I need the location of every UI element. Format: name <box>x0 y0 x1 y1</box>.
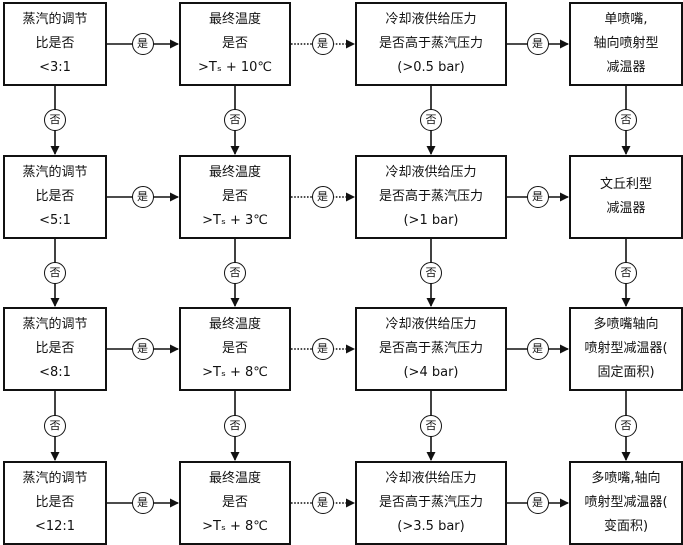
no-label: 否 <box>224 261 246 284</box>
box-text-line: 是否高于蒸汽压力 <box>378 36 483 51</box>
box-text-line: 变面积) <box>603 519 649 534</box>
box-text-line: 多喷嘴,轴向 <box>591 471 661 486</box>
box-text-line: 冷却液供给压力 <box>385 317 477 332</box>
box-text-line: (>1 bar) <box>403 213 459 228</box>
no-label: 否 <box>420 414 442 437</box>
yes-label: 是 <box>131 186 154 208</box>
yes-label: 是 <box>311 338 334 360</box>
yes-label: 是 <box>131 33 154 55</box>
temp-box: 最终温度是否 >Tₛ + 3℃ <box>179 155 291 239</box>
yes-label: 是 <box>526 186 549 208</box>
pressure-box: 冷却液供给压力是否高于蒸汽压力 (>1 bar) <box>355 155 507 239</box>
yes-label: 是 <box>526 492 549 514</box>
box-text-line: <5:1 <box>39 213 71 228</box>
box-text-line: 冷却液供给压力 <box>385 165 477 180</box>
result-box: 单喷嘴, 轴向喷射型减温器 <box>569 2 683 86</box>
box-text-line: <12:1 <box>34 519 76 534</box>
no-label: 否 <box>615 261 637 284</box>
no-label: 否 <box>615 109 637 131</box>
temp-box: 最终温度是否 >Tₛ + 8℃ <box>179 307 291 391</box>
box-text-line: <3:1 <box>39 60 71 75</box>
result-box: 多喷嘴,轴向喷射型减温器( 变面积) <box>569 461 683 545</box>
box-text-line: 比是否 <box>35 495 75 510</box>
box-text-line: >Tₛ + 10℃ <box>198 60 272 75</box>
box-text-line: 最终温度 <box>208 317 261 332</box>
box-text-line: 比是否 <box>35 36 75 51</box>
box-text-line: 文丘利型 <box>599 177 652 192</box>
box-text-line: >Tₛ + 8℃ <box>202 519 268 534</box>
box-text-line: >Tₛ + 8℃ <box>202 365 268 380</box>
box-text-line: 蒸汽的调节 <box>22 165 88 180</box>
box-text-line: 是否 <box>221 341 248 356</box>
no-label: 否 <box>420 109 442 131</box>
yes-label: 是 <box>131 492 154 514</box>
pressure-box: 冷却液供给压力是否高于蒸汽压力 (>4 bar) <box>355 307 507 391</box>
temp-box: 最终温度是否 >Tₛ + 8℃ <box>179 461 291 545</box>
pressure-box: 冷却液供给压力是否高于蒸汽压力 (>0.5 bar) <box>355 2 507 86</box>
yes-label: 是 <box>311 186 334 208</box>
box-text-line: 是否高于蒸汽压力 <box>378 495 483 510</box>
box-text-line: 最终温度 <box>208 165 261 180</box>
result-box: 多喷嘴轴向喷射型减温器( 固定面积) <box>569 307 683 391</box>
box-text-line: <8:1 <box>39 365 71 380</box>
yes-label: 是 <box>311 33 334 55</box>
box-text-line: 减温器 <box>606 60 646 75</box>
yes-label: 是 <box>131 338 154 360</box>
box-text-line: 是否 <box>221 495 248 510</box>
box-text-line: 冷却液供给压力 <box>385 471 477 486</box>
box-text-line: (>0.5 bar) <box>397 60 465 75</box>
no-label: 否 <box>420 261 442 284</box>
box-text-line: 冷却液供给压力 <box>385 12 477 27</box>
no-label: 否 <box>224 109 246 131</box>
no-label: 否 <box>615 414 637 437</box>
pressure-box: 冷却液供给压力是否高于蒸汽压力 (>3.5 bar) <box>355 461 507 545</box>
temp-box: 最终温度是否 >Tₛ + 10℃ <box>179 2 291 86</box>
box-text-line: 蒸汽的调节 <box>22 12 88 27</box>
result-box: 文丘利型减温器 <box>569 155 683 239</box>
box-text-line: 比是否 <box>35 341 75 356</box>
box-text-line: 最终温度 <box>208 12 261 27</box>
yes-label: 是 <box>311 492 334 514</box>
box-text-line: 蒸汽的调节 <box>22 317 88 332</box>
ratio-box: 蒸汽的调节比是否 <5:1 <box>3 155 107 239</box>
box-text-line: 多喷嘴轴向 <box>593 317 659 332</box>
box-text-line: 最终温度 <box>208 471 261 486</box>
ratio-box: 蒸汽的调节比是否 <8:1 <box>3 307 107 391</box>
no-label: 否 <box>44 414 66 437</box>
box-text-line: (>3.5 bar) <box>397 519 465 534</box>
box-text-line: 是否 <box>221 189 248 204</box>
no-label: 否 <box>44 261 66 284</box>
box-text-line: 是否高于蒸汽压力 <box>378 341 483 356</box>
box-text-line: 是否高于蒸汽压力 <box>378 189 483 204</box>
box-text-line: 轴向喷射型 <box>593 36 659 51</box>
box-text-line: 喷射型减温器( <box>584 495 668 510</box>
box-text-line: 固定面积) <box>597 365 655 380</box>
box-text-line: 比是否 <box>35 189 75 204</box>
no-label: 否 <box>224 414 246 437</box>
ratio-box: 蒸汽的调节比是否 <12:1 <box>3 461 107 545</box>
box-text-line: 蒸汽的调节 <box>22 471 88 486</box>
box-text-line: 减温器 <box>606 201 646 216</box>
box-text-line: >Tₛ + 3℃ <box>202 213 268 228</box>
yes-label: 是 <box>526 33 549 55</box>
box-text-line: 是否 <box>221 36 248 51</box>
no-label: 否 <box>44 109 66 131</box>
box-text-line: 喷射型减温器( <box>584 341 668 356</box>
yes-label: 是 <box>526 338 549 360</box>
box-text-line: 单喷嘴, <box>604 12 648 27</box>
box-text-line: (>4 bar) <box>403 365 459 380</box>
ratio-box: 蒸汽的调节比是否 <3:1 <box>3 2 107 86</box>
